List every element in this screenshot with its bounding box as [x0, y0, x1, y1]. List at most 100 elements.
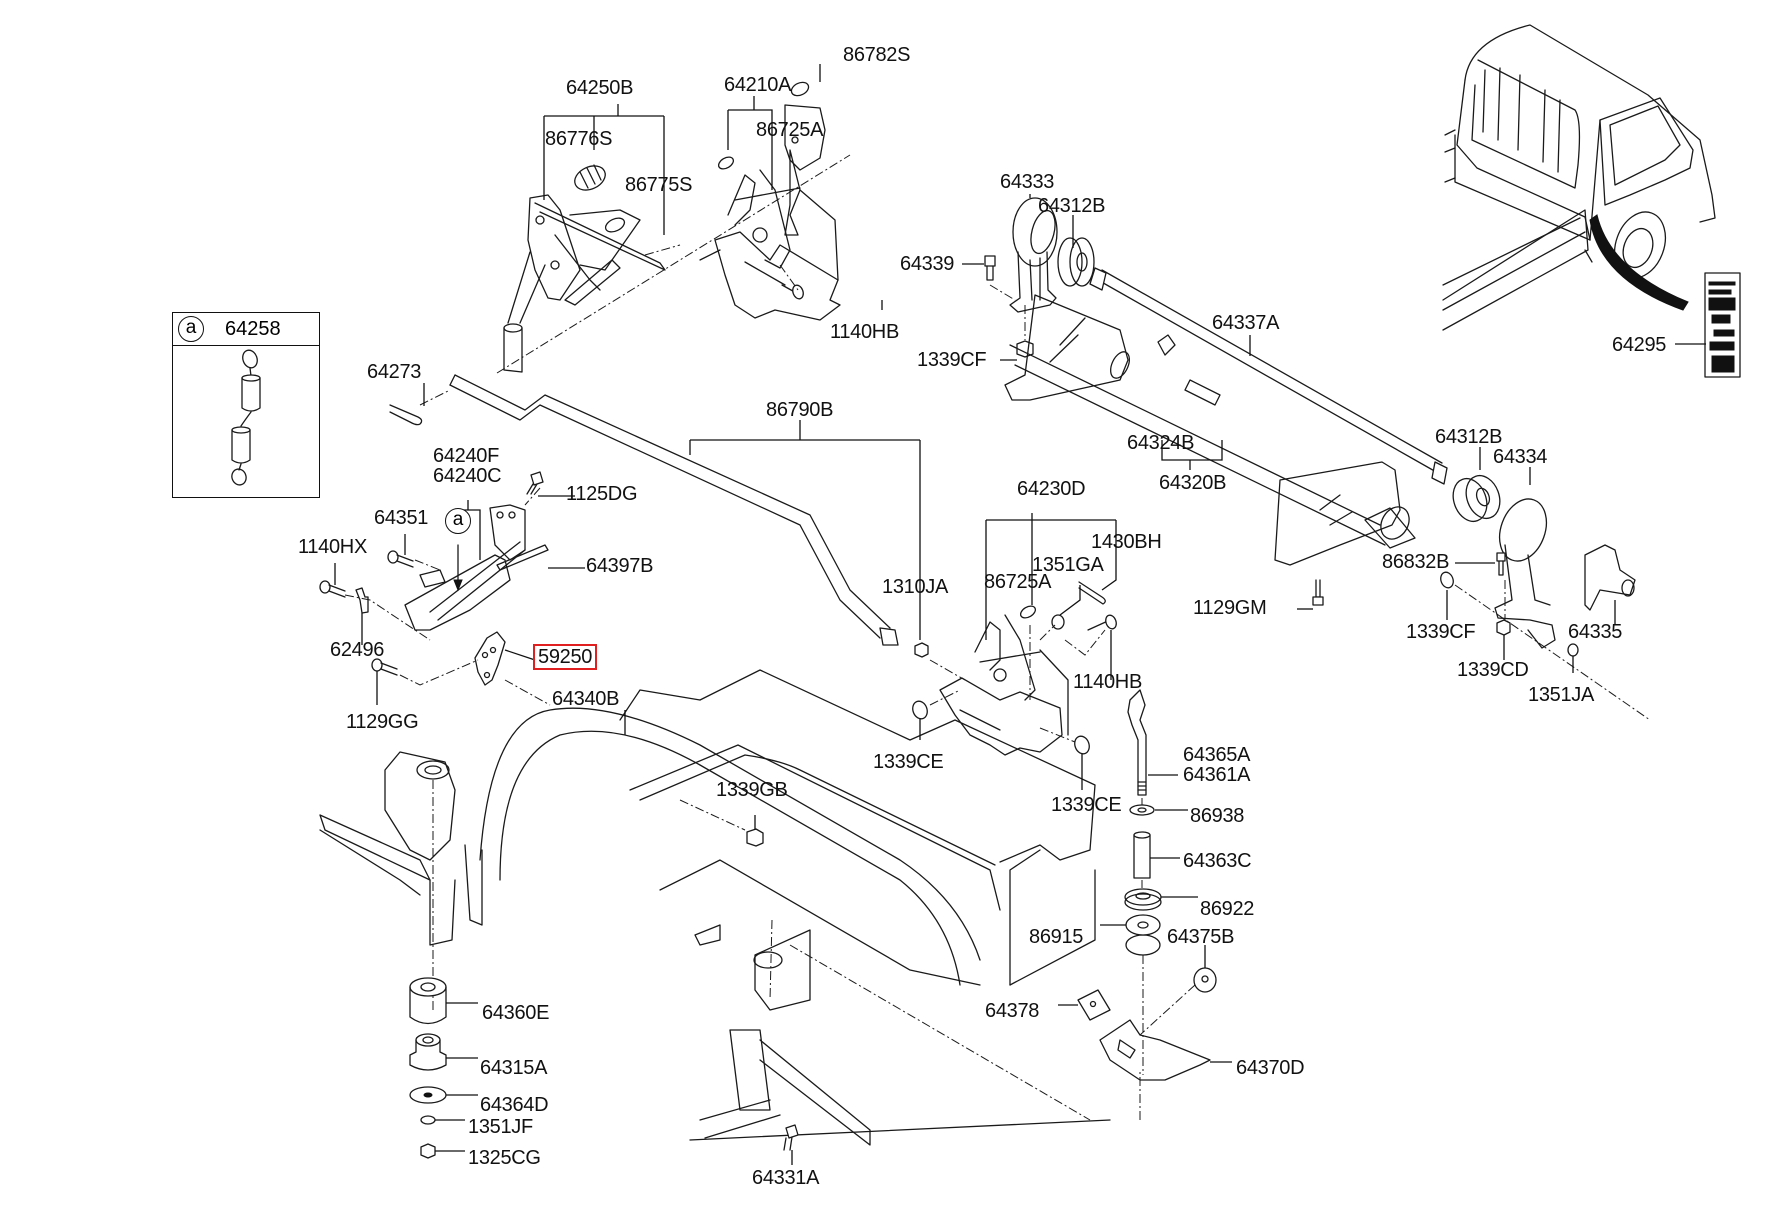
part-label-1140HB-mid[interactable]: 1140HB	[1073, 671, 1142, 693]
nut-1310JA	[914, 642, 929, 658]
part-label-64273[interactable]: 64273	[367, 361, 422, 383]
part-label-64340B[interactable]: 64340B	[552, 688, 620, 710]
washer-1351JA	[1567, 643, 1579, 657]
part-label-64250B[interactable]: 64250B	[566, 77, 634, 99]
part-label-64333[interactable]: 64333	[1000, 171, 1055, 193]
inset-part-number[interactable]: 64258	[225, 318, 281, 340]
part-label-64337A[interactable]: 64337A	[1212, 312, 1280, 334]
torsion-bar-64337A	[1089, 267, 1448, 485]
part-label-1351GA[interactable]: 1351GA	[1032, 554, 1104, 576]
part-label-86775S[interactable]: 86775S	[625, 174, 693, 196]
part-label-1339CD[interactable]: 1339CD	[1457, 659, 1529, 681]
part-label-64334[interactable]: 64334	[1493, 446, 1548, 468]
frame-64340B	[319, 669, 1111, 1146]
part-label-64320B[interactable]: 64320B	[1159, 472, 1227, 494]
part-label-1339CE-left[interactable]: 1339CE	[873, 751, 944, 773]
part-label-86776S[interactable]: 86776S	[545, 128, 613, 150]
bracket-64334	[1494, 498, 1556, 649]
part-label-1351JF[interactable]: 1351JF	[468, 1116, 533, 1138]
bracket-64335	[1584, 544, 1636, 611]
part-label-64364D[interactable]: 64364D	[480, 1094, 549, 1116]
part-label-1140HX[interactable]: 1140HX	[298, 536, 367, 558]
part-label-64339[interactable]: 64339	[900, 253, 955, 275]
hinge-bracket-64250B	[503, 194, 666, 373]
part-label-64365A[interactable]: 64365A	[1183, 744, 1251, 766]
part-label-86725A-top[interactable]: 86725A	[756, 119, 824, 141]
bumper-86775S	[604, 217, 626, 233]
centerline-right-stack	[1139, 798, 1196, 1075]
bushing-86915	[1125, 914, 1161, 956]
part-label-1325CG[interactable]: 1325CG	[468, 1147, 541, 1169]
axle-arm-right	[1274, 461, 1416, 566]
cotter-pin-64273	[389, 404, 423, 426]
part-label-1339CE-right[interactable]: 1339CE	[1051, 794, 1122, 816]
part-label-86790B[interactable]: 86790B	[766, 399, 834, 421]
part-label-86782S[interactable]: 86782S	[843, 44, 911, 66]
part-label-1351JA[interactable]: 1351JA	[1528, 684, 1595, 706]
retainer-86922	[1124, 888, 1162, 911]
part-label-64375B[interactable]: 64375B	[1167, 926, 1235, 948]
part-label-64351[interactable]: 64351	[374, 507, 429, 529]
hinge-bracket-64230D	[939, 614, 1069, 756]
part-label-64331A[interactable]: 64331A	[752, 1167, 820, 1189]
part-label-1339GB[interactable]: 1339GB	[716, 779, 788, 801]
callout-marker-a-link	[453, 544, 463, 592]
part-label-86915[interactable]: 86915	[1029, 926, 1084, 948]
part-label-64312B-right[interactable]: 64312B	[1435, 426, 1503, 448]
part-label-86832B[interactable]: 86832B	[1382, 551, 1450, 573]
part-label-64361A[interactable]: 64361A	[1183, 764, 1251, 786]
part-label-64360E[interactable]: 64360E	[482, 1002, 550, 1024]
bumper-86725A-mid	[1019, 605, 1037, 619]
washer-64364D	[409, 1086, 447, 1104]
washer-1351JF	[420, 1115, 436, 1125]
part-label-59250-highlighted[interactable]: 59250	[533, 644, 598, 670]
part-label-64295[interactable]: 64295	[1612, 334, 1667, 356]
part-label-64315A[interactable]: 64315A	[480, 1057, 548, 1079]
inset-detail-64258: a 64258	[172, 312, 320, 498]
bushing-64312B-right	[1452, 474, 1501, 523]
part-label-1430BH[interactable]: 1430BH	[1091, 531, 1162, 553]
part-label-1310JA[interactable]: 1310JA	[882, 576, 949, 598]
nut-1325CG	[420, 1143, 436, 1159]
part-label-1140HB-top[interactable]: 1140HB	[830, 321, 899, 343]
part-label-64397B[interactable]: 64397B	[586, 555, 654, 577]
part-label-64210A[interactable]: 64210A	[724, 74, 792, 96]
part-label-1129GG[interactable]: 1129GG	[346, 711, 419, 733]
hinge-bracket-64210A	[699, 169, 841, 321]
link-64240F	[404, 504, 526, 631]
rod-64365A	[1127, 689, 1147, 796]
part-label-1339CF-right[interactable]: 1339CF	[1406, 621, 1476, 643]
part-label-86725A-mid[interactable]: 86725A	[984, 571, 1052, 593]
part-label-86922[interactable]: 86922	[1200, 898, 1255, 920]
part-label-64363C[interactable]: 64363C	[1183, 850, 1252, 872]
centerline-64273	[419, 389, 451, 406]
nut-1339CF-right	[1440, 571, 1454, 589]
part-label-86938[interactable]: 86938	[1190, 805, 1245, 827]
part-label-64324B[interactable]: 64324B	[1127, 432, 1195, 454]
nut-1339CD	[1496, 619, 1511, 636]
bolt-1129GG	[371, 658, 398, 676]
bushing-64315A	[409, 1033, 447, 1071]
part-label-64378[interactable]: 64378	[985, 1000, 1040, 1022]
inset-header: a 64258	[173, 313, 319, 346]
part-label-64312B-top[interactable]: 64312B	[1038, 195, 1106, 217]
part-label-64240F[interactable]: 64240F	[433, 445, 500, 467]
part-label-64335[interactable]: 64335	[1568, 621, 1623, 643]
callout-marker-a-64240: a	[445, 508, 471, 534]
part-label-62496[interactable]: 62496	[330, 639, 385, 661]
part-label-64240C[interactable]: 64240C	[433, 465, 502, 487]
leader-lines	[334, 64, 1616, 1165]
part-label-64370D[interactable]: 64370D	[1236, 1057, 1305, 1079]
bolt-1140HB-mid	[1087, 614, 1117, 631]
bolt-86832B	[1496, 552, 1506, 576]
axle-beam-64324B	[1004, 294, 1386, 546]
strip-64397B	[496, 544, 549, 571]
part-label-1339CF-top[interactable]: 1339CF	[917, 349, 987, 371]
callout-marker-a: a	[178, 316, 204, 342]
bumper-86725A-top	[717, 156, 735, 170]
centerline-64230D	[929, 624, 1106, 743]
part-label-1125DG[interactable]: 1125DG	[566, 483, 638, 505]
part-label-64230D[interactable]: 64230D	[1017, 478, 1086, 500]
part-label-1129GM[interactable]: 1129GM	[1193, 597, 1267, 619]
nut-1339GB	[746, 828, 764, 847]
